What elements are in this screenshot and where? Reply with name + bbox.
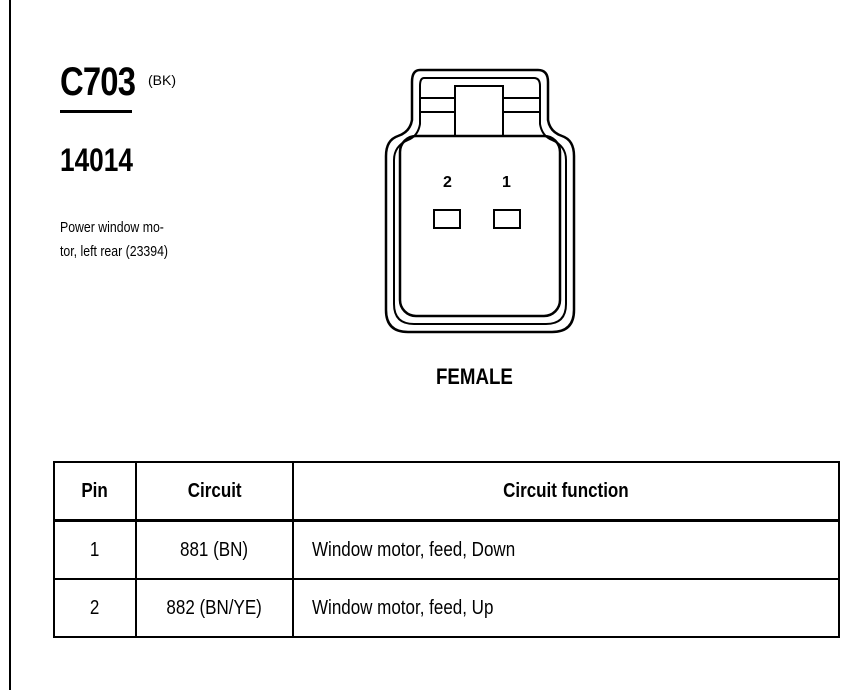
table-row: 2 882 (BN/YE) Window motor, feed, Up xyxy=(53,578,840,638)
description-line-1: Power window mo- xyxy=(60,219,164,236)
connector-face xyxy=(398,134,562,318)
table-row: 1 881 (BN) Window motor, feed, Down xyxy=(53,519,840,580)
cavity-1 xyxy=(493,209,521,229)
cavity-label-2: 2 xyxy=(443,174,452,191)
connector-description: Power window mo- tor, left rear (23394) xyxy=(60,216,183,264)
left-margin-rule xyxy=(9,0,11,690)
table-header-row: Pin Circuit Circuit function xyxy=(53,461,840,522)
connector-inner-shell xyxy=(393,77,567,325)
connector-latch xyxy=(454,85,504,137)
connector-face-drawing xyxy=(384,68,576,334)
connector-id: C703 xyxy=(60,60,136,104)
cell-pin: 1 xyxy=(53,519,137,580)
description-line-2: tor, left rear (23394) xyxy=(60,243,169,260)
cell-function: Window motor, feed, Up xyxy=(292,578,840,638)
cell-circuit: 881 (BN) xyxy=(135,519,294,580)
connector-color-code: (BK) xyxy=(148,72,176,88)
cell-function: Window motor, feed, Down xyxy=(292,519,840,580)
header-circuit: Circuit xyxy=(135,461,294,522)
connector-outer-shell xyxy=(384,68,576,334)
pin-table: Pin Circuit Circuit function 1 881 (BN) … xyxy=(53,461,840,638)
header-circuit-function: Circuit function xyxy=(292,461,840,522)
cavity-label-1: 1 xyxy=(502,174,511,191)
cavity-2 xyxy=(433,209,461,229)
connector-gender: FEMALE xyxy=(436,364,513,389)
header-pin: Pin xyxy=(53,461,137,522)
cell-circuit: 882 (BN/YE) xyxy=(135,578,294,638)
connector-id-underline xyxy=(60,110,132,113)
cell-pin: 2 xyxy=(53,578,137,638)
part-number: 14014 xyxy=(60,142,133,178)
